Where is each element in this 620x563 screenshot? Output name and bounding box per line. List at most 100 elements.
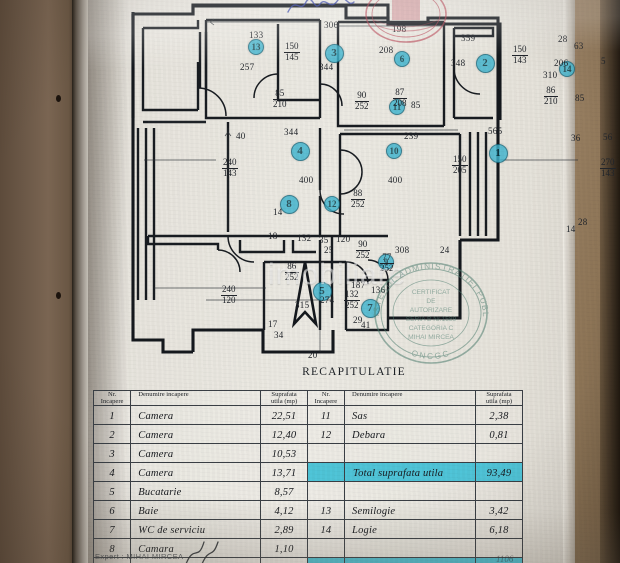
dimension-label: 208 <box>379 45 394 55</box>
svg-text:ONCGC: ONCGC <box>410 348 452 361</box>
dimension-label: 41 <box>361 320 371 330</box>
dimension-label: 28 <box>558 34 568 44</box>
cell-name-right <box>344 481 476 501</box>
dimension-label: 24 <box>440 245 450 255</box>
dimension-label: 40 <box>236 131 246 141</box>
dimension-label: 35 <box>319 235 329 245</box>
cell-area-left: 1,10 <box>260 538 308 558</box>
header-denumire-left: Denumire incapere <box>130 390 262 406</box>
dimension-label: 257 <box>240 62 255 72</box>
binder-hole-top <box>56 95 61 102</box>
room-badge-10: 10 <box>386 143 402 159</box>
bottom-right-note: 1106 <box>496 554 514 563</box>
cell-area-left: 22,51 <box>260 405 308 425</box>
north-arrow <box>291 261 319 329</box>
cell-area-right: 2,38 <box>474 405 524 425</box>
dimension-label: 5 <box>601 56 606 66</box>
cell-nr-right <box>306 481 346 501</box>
header-nr-right: Nr.Incapere <box>306 390 346 406</box>
room-badge-5: 5 <box>312 281 332 301</box>
cell-area-left: 2,89 <box>260 519 308 539</box>
stamp-line-3: AUTORIZARE <box>410 307 453 314</box>
dimension-label: 315 <box>295 300 310 310</box>
cell-area-left: 13,71 <box>260 462 308 482</box>
dimension-label: 344 <box>284 127 299 137</box>
binder-edge <box>0 0 78 563</box>
cell-name-right: Sas <box>344 405 476 425</box>
cell-name-left: Bucatarie <box>130 481 262 501</box>
dimension-label: 239 <box>404 131 419 141</box>
cell-nr-left: 4 <box>92 462 132 482</box>
dimension-label: 136 <box>371 285 386 295</box>
dimension-label: 133 <box>249 30 264 40</box>
room-badge-13: 13 <box>248 39 264 55</box>
room-badge-4: 4 <box>290 141 310 161</box>
room-badge-8: 8 <box>279 194 299 214</box>
cell-area-left: 8,57 <box>260 481 308 501</box>
cell-name-left: Camera <box>130 405 262 425</box>
cell-nr-left: 5 <box>92 481 132 501</box>
binder-hole-bottom <box>56 292 61 299</box>
header-nr-left: Nr.Incapere <box>92 390 132 406</box>
dimension-label: 206 <box>554 58 569 68</box>
cell-name-right: Logie <box>344 519 476 539</box>
dimension-label: 306 <box>324 20 339 30</box>
cell-area-left: 4,12 <box>260 500 308 520</box>
red-stamp-seal <box>365 0 447 43</box>
cell-name-left: Camera <box>130 443 262 463</box>
cell-name-left: Camera <box>130 462 262 482</box>
dimension-label: 29 <box>353 315 363 325</box>
cell-nr-right <box>306 557 346 563</box>
dimension-label: 56 <box>603 132 613 142</box>
cell-name-right: Total suprafata <box>344 557 476 563</box>
cell-area-left: 10,53 <box>260 443 308 463</box>
cell-name-right: Semilogie <box>344 500 476 520</box>
dimension-label: 14 <box>566 224 576 234</box>
cell-name-left: Baie <box>130 500 262 520</box>
dimension-label: 308 <box>395 245 410 255</box>
dimension-label: 120 <box>336 234 351 244</box>
dimension-label: 14 <box>273 207 283 217</box>
cell-nr-left: 3 <box>92 443 132 463</box>
stamp-line-6: MIHAI MIRCEA <box>408 334 454 341</box>
cell-area-right: 103,09 <box>474 557 524 563</box>
desk-shadow <box>600 0 620 563</box>
cell-name-left: Camera <box>130 424 262 444</box>
room-badge-3: 3 <box>324 43 344 63</box>
signature-top <box>287 0 355 13</box>
dimension-label: 400 <box>299 175 314 185</box>
dimension-label: 359 <box>461 33 476 43</box>
room-badge-2: 2 <box>475 53 495 73</box>
dimension-label: 18 <box>268 231 278 241</box>
cell-nr-left: 6 <box>92 500 132 520</box>
cell-nr-right: 12 <box>306 424 346 444</box>
dimension-label: 85 <box>411 100 421 110</box>
cell-name-right: Debara <box>344 424 476 444</box>
room-badge-12: 12 <box>324 196 340 212</box>
cell-nr-left: 7 <box>92 519 132 539</box>
dimension-label: 63 <box>574 41 584 51</box>
dimension-label: 565 <box>488 126 503 136</box>
header-denumire-right: Denumire incapere <box>344 390 476 406</box>
table-row: 9Vestibul4,93Total suprafata103,09 <box>92 557 524 563</box>
